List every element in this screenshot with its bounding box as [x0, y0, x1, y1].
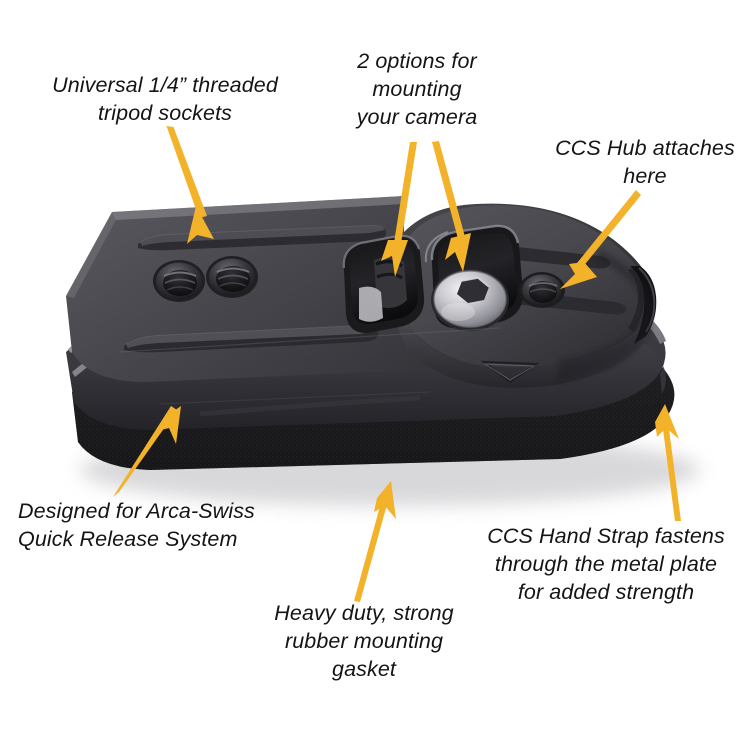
- callout-hand-strap: CCS Hand Strap fastens through the metal…: [487, 524, 725, 604]
- ccs-hub-socket: [519, 272, 565, 308]
- tripod-socket-left: [153, 260, 205, 302]
- arrow-hand-strap: [655, 404, 681, 521]
- arrow-mounting-option-1: [381, 142, 417, 277]
- arrow-arca-swiss: [113, 406, 181, 497]
- arrow-ccs-hub: [560, 190, 641, 289]
- callout-mounting-options: 2 options for mounting your camera: [356, 49, 478, 129]
- arrow-tripod-sockets: [166, 126, 214, 244]
- callout-tripod-sockets: Universal 1/4” threaded tripod sockets: [52, 73, 278, 125]
- arrow-rubber-gasket: [354, 481, 396, 602]
- callout-rubber-gasket: Heavy duty, strong rubber mounting gaske…: [274, 601, 454, 681]
- tripod-socket-right: [206, 256, 258, 298]
- camera-mounting-slot-left: [342, 234, 425, 334]
- alignment-triangle-mark: [480, 360, 540, 384]
- callout-ccs-hub: CCS Hub attaches here: [555, 136, 735, 188]
- callout-arca-swiss: Designed for Arca-Swiss Quick Release Sy…: [18, 499, 255, 551]
- arrow-mounting-option-2: [432, 141, 471, 272]
